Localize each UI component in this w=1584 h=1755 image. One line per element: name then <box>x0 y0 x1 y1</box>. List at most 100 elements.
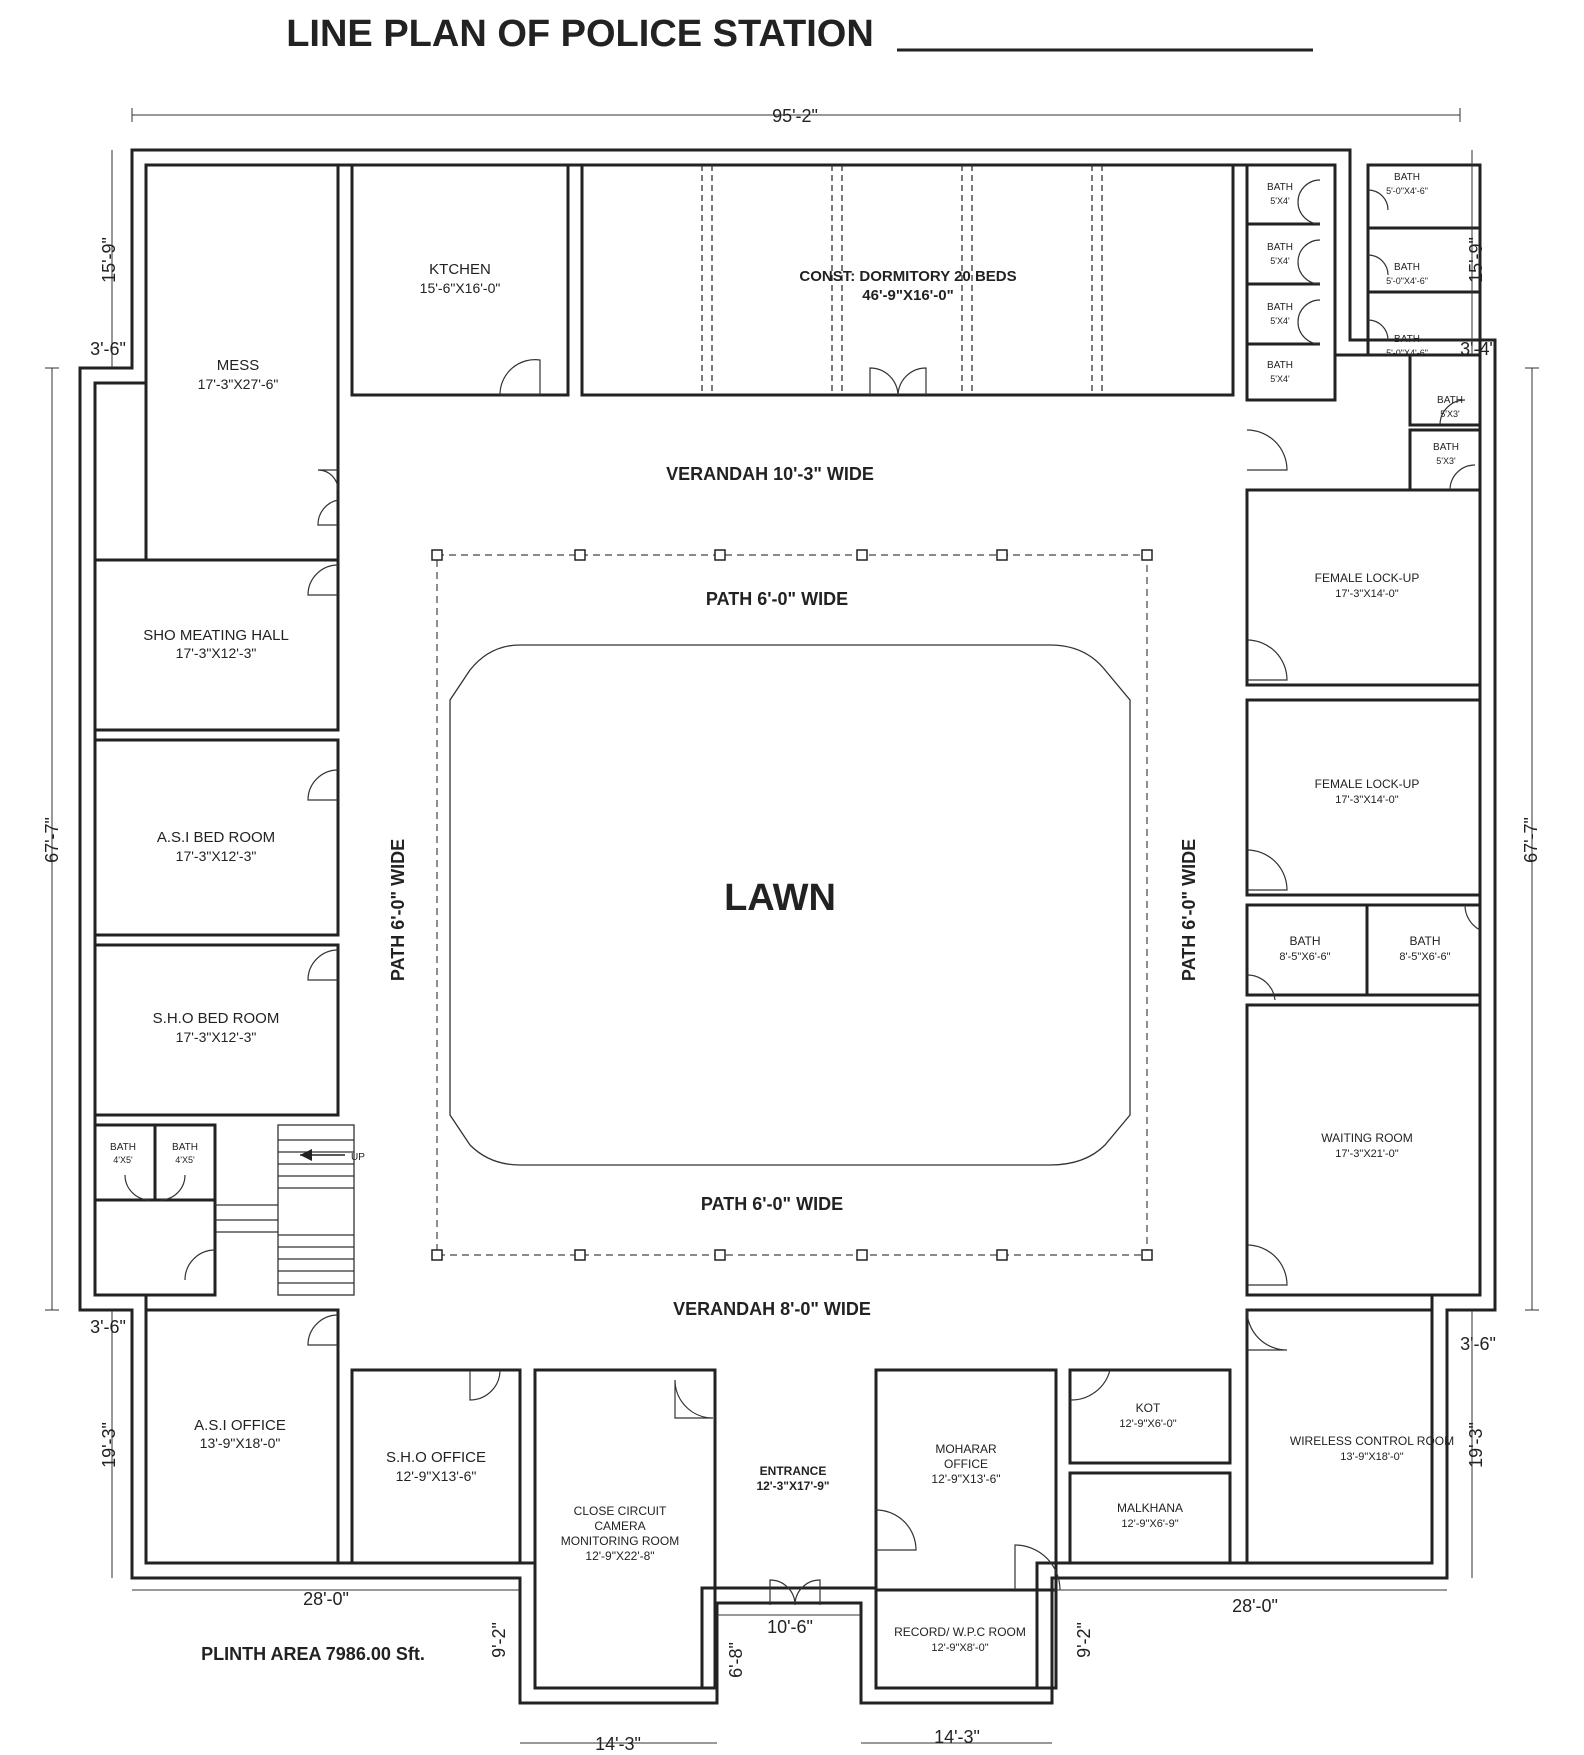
room-bath-r2-name: BATH <box>1409 934 1440 948</box>
dim-top-left-h: 15'-9" <box>99 237 119 283</box>
room-kot-size: 12'-9"X6'-0" <box>1119 1418 1176 1430</box>
room-cctv-line2: CAMERA <box>594 1519 645 1533</box>
room-waiting-size: 17'-3"X21'-0" <box>1335 1148 1398 1160</box>
room-bath-r2-size: 8'-5"X6'-6" <box>1399 951 1450 963</box>
entrance-label: ENTRANCE <box>760 1464 827 1478</box>
room-sho-office-size: 12'-9"X13'-6" <box>396 1468 477 1484</box>
lawn-label: LAWN <box>724 877 836 919</box>
dim-overall-width: 95'-2" <box>772 106 818 126</box>
room-mess-name: MESS <box>217 357 260 374</box>
room-bath-tr-1-name: BATH <box>1394 172 1420 183</box>
room-moharar-size: 12'-9"X13'-6" <box>931 1472 1000 1486</box>
verandah-top-label: VERANDAH 10'-3" WIDE <box>666 464 874 484</box>
room-kitchen-name: KTCHEN <box>429 261 491 278</box>
room-bath-tr-2-name: BATH <box>1394 262 1420 273</box>
room-bath-r1-name: BATH <box>1289 934 1320 948</box>
dim-bottom-right-offset: 3'-6" <box>1460 1334 1496 1354</box>
room-bath-tl-2-name: BATH <box>1267 242 1293 253</box>
room-bath-tr-3-size: 5'-0"X4'-6" <box>1386 348 1428 358</box>
room-bath-tl-3-size: 5'X4' <box>1270 316 1290 326</box>
top-row <box>350 163 1482 492</box>
dim-wing-left-w: 14'-3" <box>595 1734 641 1754</box>
dim-entrance-h: 6'-8" <box>726 1642 746 1678</box>
room-female-lockup-1-size: 17'-3"X14'-0" <box>1335 588 1398 600</box>
dim-entrance-w: 10'-6" <box>767 1617 813 1637</box>
dim-wing-right-h: 9'-2" <box>1074 1622 1094 1658</box>
doors <box>124 179 1481 1606</box>
dim-bottom-right-h: 19'-3" <box>1466 1422 1486 1468</box>
room-bath-tl-4-name: BATH <box>1267 360 1293 371</box>
dim-top-left-offset: 3'-6" <box>90 339 126 359</box>
room-malkhana-name: MALKHANA <box>1117 1501 1183 1515</box>
plinth-area-label: PLINTH AREA 7986.00 Sft. <box>201 1644 425 1664</box>
room-bath-s1-size: 5'X3' <box>1440 409 1460 419</box>
plan-title: LINE PLAN OF POLICE STATION <box>286 13 874 55</box>
room-bath-s2-name: BATH <box>1433 442 1459 453</box>
path-right-label: PATH 6'-0" WIDE <box>1179 839 1199 981</box>
room-wireless-size: 13'-9"X18'-0" <box>1340 1451 1403 1463</box>
room-bath-s2-size: 5'X3' <box>1436 456 1456 466</box>
dim-left-height: 67'-7" <box>42 817 62 863</box>
dim-bottom-left-w: 28'-0" <box>303 1589 349 1609</box>
dim-right-height: 67'-7" <box>1521 817 1541 863</box>
room-malkhana-size: 12'-9"X6'-9" <box>1121 1518 1178 1530</box>
room-bath-tr-3-name: BATH <box>1394 334 1420 345</box>
verandah-bottom-label: VERANDAH 8'-0" WIDE <box>673 1299 871 1319</box>
room-labels: MESS 17'-3"X27'-6" KTCHEN 15'-6"X16'-0" … <box>110 172 1463 1654</box>
dim-bottom-left-offset: 3'-6" <box>90 1317 126 1337</box>
dim-top-right-offset: 3'-4" <box>1460 339 1496 359</box>
room-bath-tr-2-size: 5'-0"X4'-6" <box>1386 276 1428 286</box>
room-moharar-line1: MOHARAR <box>935 1442 997 1456</box>
room-record-name: RECORD/ W.P.C ROOM <box>894 1625 1026 1639</box>
room-cctv-line1: CLOSE CIRCUIT <box>574 1504 667 1518</box>
room-bath-tl-3-name: BATH <box>1267 302 1293 313</box>
dim-wing-left-h: 9'-2" <box>489 1622 509 1658</box>
room-asi-bed-name: A.S.I BED ROOM <box>157 829 275 846</box>
room-female-lockup-2-name: FEMALE LOCK-UP <box>1315 777 1420 791</box>
entrance-size: 12'-3"X17'-9" <box>756 1479 829 1493</box>
room-record-size: 12'-9"X8'-0" <box>931 1642 988 1654</box>
courtyard: LAWN <box>431 549 1153 1261</box>
room-dormitory-size: 46'-9"X16'-0" <box>862 287 953 304</box>
right-wing <box>1245 488 1482 1565</box>
room-asi-office-name: A.S.I OFFICE <box>194 1417 286 1434</box>
room-bath-r1-size: 8'-5"X6'-6" <box>1279 951 1330 963</box>
room-bath-tl-1-name: BATH <box>1267 182 1293 193</box>
room-sho-hall-name: SHO MEATING HALL <box>143 627 289 644</box>
room-cctv-line3: MONITORING ROOM <box>561 1534 679 1548</box>
dim-bottom-left-h: 19'-3" <box>99 1422 119 1468</box>
room-kitchen-size: 15'-6"X16'-0" <box>420 280 501 296</box>
dimension-lines <box>45 108 1539 1744</box>
room-asi-bed-size: 17'-3"X12'-3" <box>176 848 257 864</box>
room-moharar-line2: OFFICE <box>944 1457 988 1471</box>
room-sho-hall-size: 17'-3"X12'-3" <box>176 645 257 661</box>
room-sho-office-name: S.H.O OFFICE <box>386 1449 486 1466</box>
dim-bottom-right-w: 28'-0" <box>1232 1596 1278 1616</box>
stair-up-label: UP <box>351 1152 365 1163</box>
room-sho-bed-name: S.H.O BED ROOM <box>153 1010 280 1027</box>
room-kot-name: KOT <box>1136 1401 1161 1415</box>
room-bath-tl-1-size: 5'X4' <box>1270 196 1290 206</box>
left-wing: UP <box>93 163 522 1565</box>
room-waiting-name: WAITING ROOM <box>1321 1131 1413 1145</box>
path-bottom-label: PATH 6'-0" WIDE <box>701 1194 843 1214</box>
room-wireless-name: WIRELESS CONTROL ROOM <box>1290 1434 1454 1448</box>
room-bath-s1-name: BATH <box>1437 395 1463 406</box>
room-bath-tr-1-size: 5'-0"X4'-6" <box>1386 186 1428 196</box>
room-bath-tl-2-size: 5'X4' <box>1270 256 1290 266</box>
staircase: UP <box>215 1124 365 1296</box>
room-asi-office-size: 13'-9"X18'-0" <box>200 1435 281 1451</box>
room-bath-tl-4-size: 5'X4' <box>1270 374 1290 384</box>
room-female-lockup-2-size: 17'-3"X14'-0" <box>1335 794 1398 806</box>
bottom-center <box>533 1368 1232 1690</box>
dim-top-right-h: 15'-9" <box>1466 237 1486 283</box>
room-cctv-size: 12'-9"X22'-8" <box>585 1549 654 1563</box>
room-bath-left-1-size: 4'X5' <box>113 1155 133 1165</box>
room-dormitory-name: CONST: DORMITORY 20 BEDS <box>799 268 1016 285</box>
path-top-label: PATH 6'-0" WIDE <box>706 589 848 609</box>
dimension-labels: 95'-2" 67'-7" 67'-7" 15'-9" 15'-9" 3'-6"… <box>42 106 1541 1754</box>
room-bath-left-2-name: BATH <box>172 1142 198 1153</box>
path-left-label: PATH 6'-0" WIDE <box>388 839 408 981</box>
room-female-lockup-1-name: FEMALE LOCK-UP <box>1315 571 1420 585</box>
room-mess-size: 17'-3"X27'-6" <box>198 376 279 392</box>
